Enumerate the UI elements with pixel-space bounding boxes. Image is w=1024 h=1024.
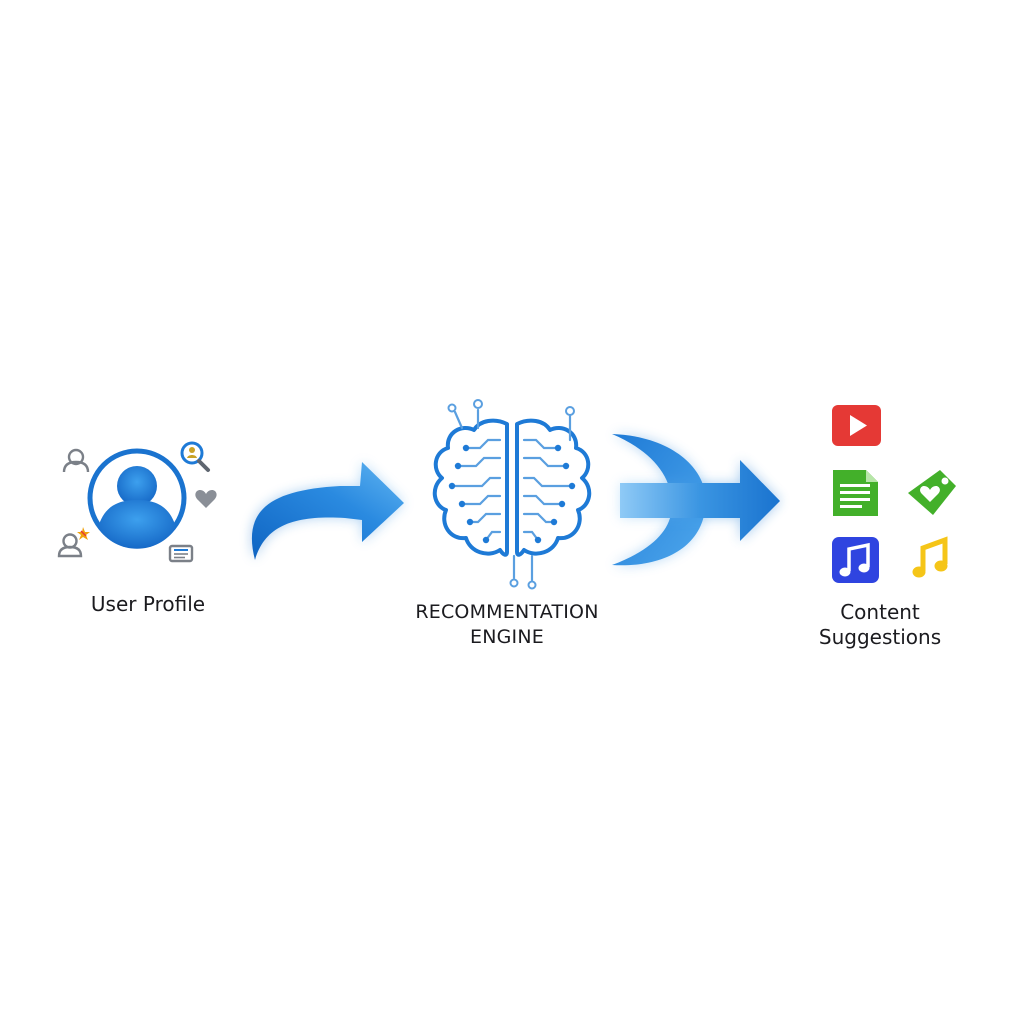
user-outline-icon [62,448,90,473]
flow-arrow-engine-to-content [620,460,780,541]
engine-label-line1: RECOMMENTATION [415,601,599,623]
user-profile-label-text: User Profile [90,592,206,616]
brain-circuit-traces [450,408,574,582]
flow-crescent-shape [612,434,706,566]
content-suggestions-label: Content Suggestions [790,600,970,650]
news-feed-icon [168,544,194,563]
music-note-icon [912,536,948,578]
content-label-line1: Content [840,600,920,624]
brain-circuit-dots [448,444,576,544]
video-play-icon [832,405,881,446]
recommendation-engine-label: RECOMMENTATION ENGINE [392,600,622,650]
avatar-icon [87,448,187,549]
content-label-line2: Suggestions [818,625,942,649]
heart-icon [195,490,217,508]
brain-circuit-nodes [447,399,575,590]
tag-heart-icon [908,470,956,515]
engine-label-line2: ENGINE [470,626,544,648]
document-icon [833,470,878,516]
search-person-icon [180,441,210,472]
brain-circuit-icon [432,418,592,557]
user-profile-label: User Profile [58,592,238,617]
user-star-icon [57,527,90,558]
flow-arrow-profile-to-engine [251,462,404,560]
music-note-square-icon [832,537,879,583]
